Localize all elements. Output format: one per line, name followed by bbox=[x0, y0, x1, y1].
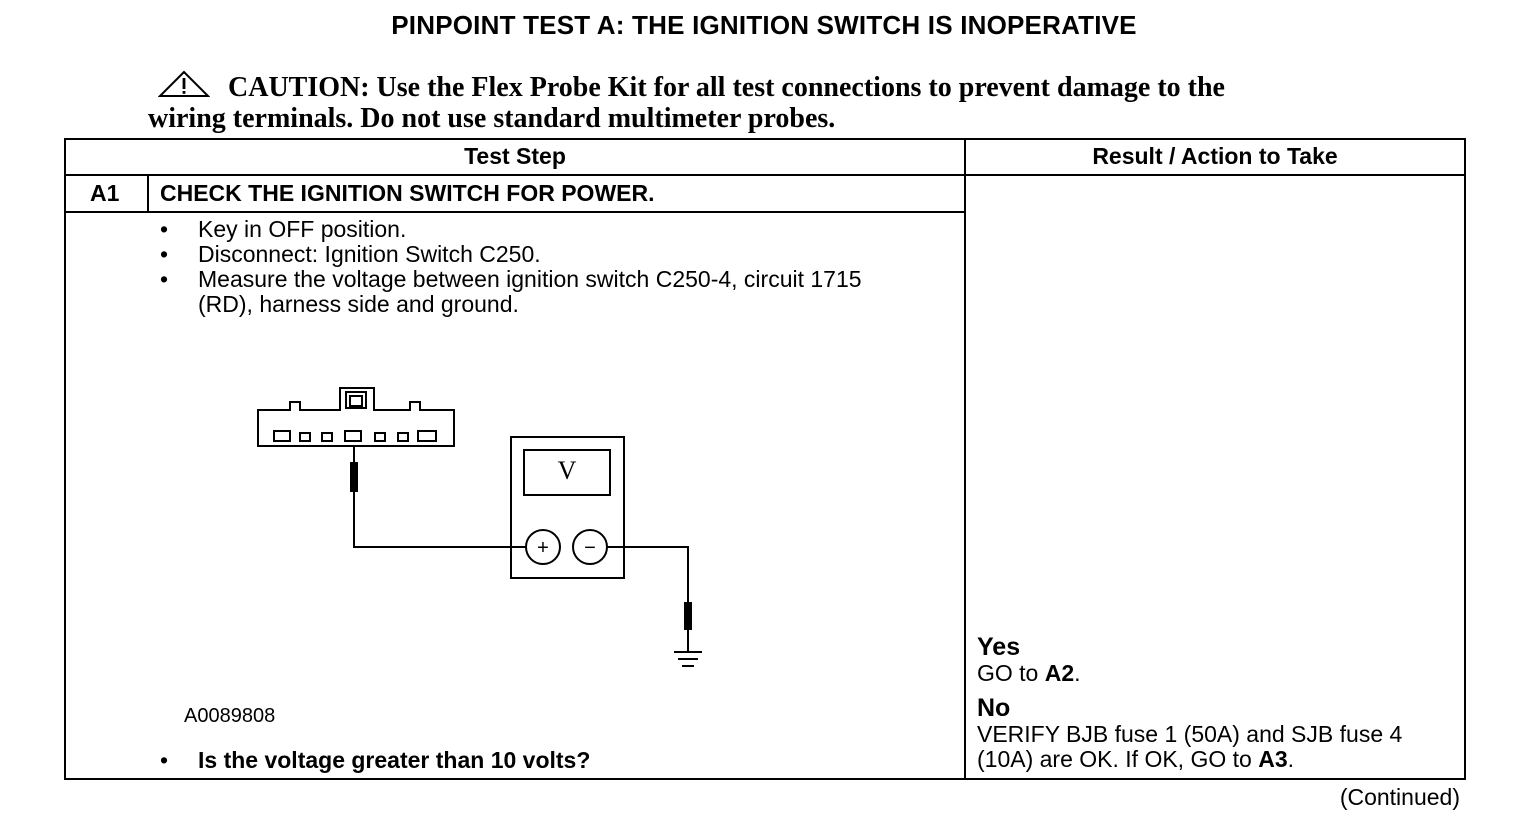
result-no: No VERIFY BJB fuse 1 (50A) and SJB fuse … bbox=[977, 695, 1459, 772]
caution-line-1: CAUTION: Use the Flex Probe Kit for all … bbox=[148, 70, 1388, 103]
list-item: Disconnect: Ignition Switch C250. bbox=[160, 242, 920, 268]
caution-note: CAUTION: Use the Flex Probe Kit for all … bbox=[148, 70, 1388, 134]
plus-sign: + bbox=[537, 537, 549, 559]
yes-action: GO to A2. bbox=[977, 660, 1081, 686]
header-result: Result / Action to Take bbox=[1092, 143, 1338, 169]
column-divider bbox=[964, 138, 966, 780]
yes-target: A2 bbox=[1044, 660, 1075, 686]
step-title-divider bbox=[64, 211, 965, 213]
caution-text-2: wiring terminals. Do not use standard mu… bbox=[148, 103, 836, 134]
connector-pin bbox=[273, 430, 291, 442]
connector-body bbox=[257, 387, 455, 447]
connector-pin bbox=[321, 432, 333, 442]
step-instructions: Key in OFF position. Disconnect: Ignitio… bbox=[160, 217, 920, 317]
yes-action-text: GO to bbox=[977, 660, 1045, 686]
header-divider bbox=[64, 174, 1466, 176]
ground-lead bbox=[607, 546, 702, 667]
step-id: A1 bbox=[90, 180, 120, 206]
connector-pin bbox=[344, 430, 362, 442]
voltmeter-display bbox=[523, 449, 611, 496]
positive-lead bbox=[353, 446, 526, 548]
no-target: A3 bbox=[1258, 746, 1288, 772]
figure-id: A0089808 bbox=[184, 705, 276, 727]
step-question: Is the voltage greater than 10 volts? bbox=[160, 747, 590, 774]
list-item: Key in OFF position. bbox=[160, 217, 920, 243]
test-table bbox=[64, 138, 1466, 780]
probe-tip bbox=[684, 602, 692, 630]
connector-pin bbox=[397, 432, 409, 442]
page-title: PINPOINT TEST A: THE IGNITION SWITCH IS … bbox=[391, 10, 1137, 40]
step-title: CHECK THE IGNITION SWITCH FOR POWER. bbox=[160, 180, 655, 206]
header-test-step: Test Step bbox=[464, 143, 566, 169]
meter-symbol: V bbox=[558, 456, 577, 485]
no-action: VERIFY BJB fuse 1 (50A) and SJB fuse 4 (… bbox=[977, 721, 1402, 772]
no-label: No bbox=[977, 694, 1011, 722]
list-item: Measure the voltage between ignition swi… bbox=[160, 267, 920, 317]
warning-triangle-icon bbox=[158, 70, 210, 97]
probe-tip bbox=[350, 462, 358, 492]
caution-text-1: CAUTION: Use the Flex Probe Kit for all … bbox=[228, 72, 1225, 103]
voltmeter-diagram: V + − bbox=[257, 387, 650, 579]
connector-pin bbox=[417, 430, 437, 442]
ground-icon bbox=[674, 651, 702, 667]
continued-note: (Continued) bbox=[1339, 784, 1460, 810]
yes-action-end: . bbox=[1074, 660, 1081, 686]
result-yes: Yes GO to A2. bbox=[977, 634, 1457, 686]
minus-sign: − bbox=[584, 537, 596, 559]
no-action-end: . bbox=[1287, 746, 1294, 772]
step-id-divider bbox=[147, 175, 149, 212]
yes-label: Yes bbox=[977, 633, 1021, 661]
connector-pin bbox=[299, 432, 311, 442]
voltmeter-body bbox=[510, 436, 625, 579]
no-action-text: VERIFY BJB fuse 1 (50A) and SJB fuse 4 (… bbox=[977, 721, 1403, 772]
connector-latch bbox=[345, 391, 367, 409]
connector-pin bbox=[374, 432, 386, 442]
